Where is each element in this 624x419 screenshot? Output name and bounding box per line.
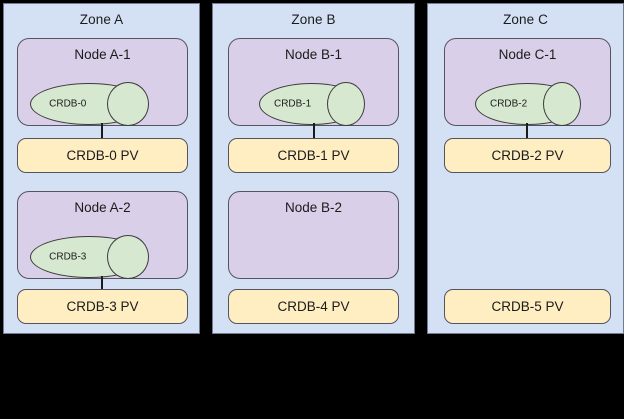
node-b-2-title: Node B-2	[284, 200, 343, 215]
node-b-2[interactable]: Node B-2	[228, 191, 399, 279]
cylinder-end-cap	[543, 81, 582, 127]
node-b-1[interactable]: Node B-1 CRDB-1	[228, 38, 399, 127]
pv-crdb-4[interactable]: CRDB-4 PV	[228, 289, 399, 324]
pv-crdb-2-label: CRDB-2 PV	[491, 148, 564, 163]
cylinder-end-cap	[106, 81, 150, 127]
pod-crdb-2-label: CRDB-2	[489, 98, 528, 110]
node-a-2[interactable]: Node A-2 CRDB-3	[17, 191, 188, 280]
pv-crdb-4-label: CRDB-4 PV	[277, 299, 350, 314]
zone-c: Zone C Node C-1 CRDB-2 CRDB-2 PV CRDB-5 …	[427, 3, 624, 334]
pod-crdb-1[interactable]: CRDB-1	[259, 81, 366, 127]
connector-crdb-1	[313, 123, 315, 142]
connector-crdb-2	[526, 123, 528, 142]
pv-crdb-3[interactable]: CRDB-3 PV	[17, 289, 188, 324]
pod-crdb-3-label: CRDB-3	[49, 251, 87, 263]
pod-crdb-0[interactable]: CRDB-0	[30, 81, 150, 127]
pv-crdb-0-label: CRDB-0 PV	[66, 148, 139, 163]
cylinder-end-cap	[327, 81, 366, 127]
zone-a-title: Zone A	[79, 12, 124, 27]
node-a-2-title: Node A-2	[74, 200, 131, 215]
pod-crdb-0-label: CRDB-0	[49, 98, 87, 110]
zone-b-title: Zone B	[291, 12, 336, 27]
zone-a: Zone A Node A-1 CRDB-0 CRDB-0 PV Node A-…	[3, 3, 200, 334]
pv-crdb-1[interactable]: CRDB-1 PV	[228, 138, 399, 173]
pod-crdb-2[interactable]: CRDB-2	[475, 81, 582, 127]
node-c-1-title: Node C-1	[498, 47, 557, 62]
node-c-1[interactable]: Node C-1 CRDB-2	[444, 38, 611, 127]
connector-crdb-0	[101, 123, 103, 142]
cylinder-end-cap	[106, 234, 150, 280]
pv-crdb-1-label: CRDB-1 PV	[277, 148, 350, 163]
pv-crdb-5[interactable]: CRDB-5 PV	[444, 289, 611, 324]
node-a-1-title: Node A-1	[74, 47, 131, 62]
pod-crdb-3[interactable]: CRDB-3	[30, 234, 150, 280]
node-a-1[interactable]: Node A-1 CRDB-0	[17, 38, 188, 127]
pv-crdb-0[interactable]: CRDB-0 PV	[17, 138, 188, 173]
pod-crdb-1-label: CRDB-1	[273, 98, 312, 110]
pv-crdb-2[interactable]: CRDB-2 PV	[444, 138, 611, 173]
node-b-1-title: Node B-1	[284, 47, 343, 62]
pv-crdb-5-label: CRDB-5 PV	[491, 299, 564, 314]
zone-c-title: Zone C	[503, 12, 548, 27]
pv-crdb-3-label: CRDB-3 PV	[66, 299, 139, 314]
connector-crdb-3	[101, 276, 103, 295]
zone-b: Zone B Node B-1 CRDB-1 CRDB-1 PV Node B-…	[212, 3, 415, 334]
